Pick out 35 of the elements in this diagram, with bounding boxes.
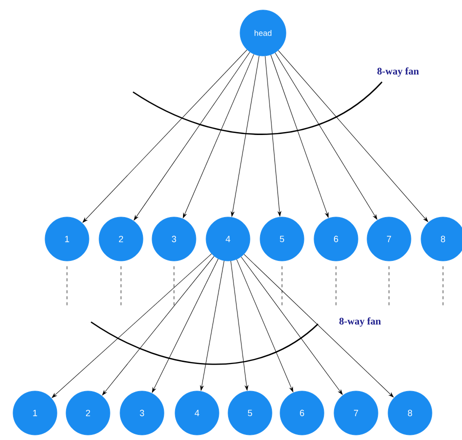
circle-node: 4 bbox=[174, 390, 220, 436]
arrow bbox=[278, 50, 428, 222]
arrow bbox=[274, 52, 378, 220]
circle-node: 8 bbox=[388, 390, 432, 436]
circle-node: 6 bbox=[314, 216, 358, 262]
arrow bbox=[230, 56, 260, 217]
circle-node: 7 bbox=[334, 390, 378, 436]
arrow bbox=[82, 50, 248, 223]
circle-node: 4 bbox=[206, 216, 250, 262]
circle-node: 5 bbox=[260, 216, 304, 262]
arrow bbox=[102, 256, 214, 396]
circle-node: 2 bbox=[66, 390, 110, 436]
fan-label: 8-way fan bbox=[338, 316, 382, 328]
arrow bbox=[200, 260, 224, 391]
circle-node: head bbox=[240, 10, 286, 56]
circle-node: 1 bbox=[12, 390, 58, 436]
arrow bbox=[240, 256, 343, 395]
arrow bbox=[230, 260, 248, 390]
arrow bbox=[264, 56, 282, 216]
circle-node: 5 bbox=[228, 390, 272, 436]
arrow bbox=[236, 259, 294, 392]
arrow bbox=[134, 52, 250, 220]
arrow bbox=[52, 254, 212, 398]
arrow bbox=[152, 258, 218, 393]
circle-node: 7 bbox=[366, 216, 412, 262]
circle-node: 1 bbox=[44, 216, 90, 262]
arrow bbox=[182, 54, 254, 218]
circle-node: 8 bbox=[420, 216, 462, 262]
arrow bbox=[244, 254, 394, 398]
circle-node: 3 bbox=[120, 390, 164, 436]
fan-label: 8-way fan bbox=[376, 66, 420, 78]
circle-node: 6 bbox=[280, 390, 324, 436]
circle-node: 3 bbox=[152, 216, 196, 262]
circle-node: 2 bbox=[98, 216, 144, 262]
arrow bbox=[270, 54, 329, 218]
